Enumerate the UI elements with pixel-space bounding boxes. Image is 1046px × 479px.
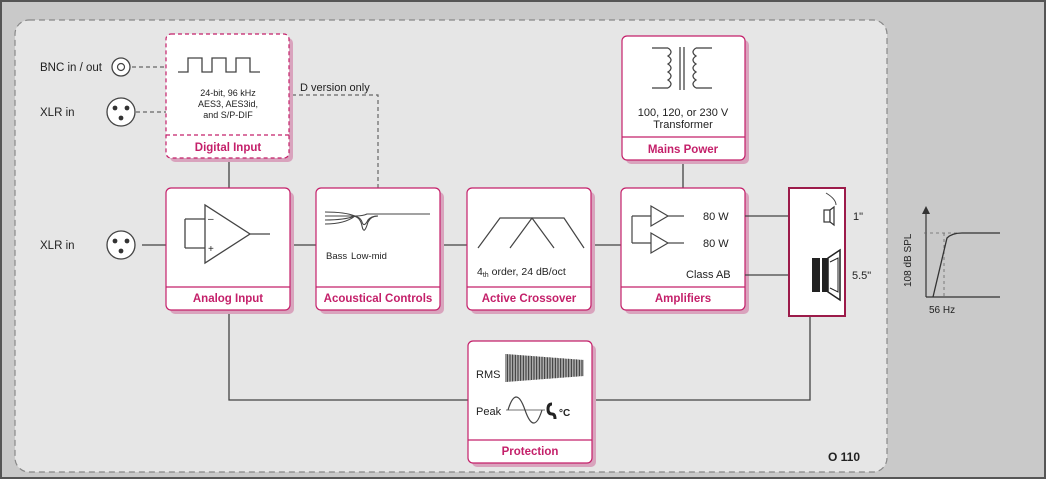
bass-label: Bass: [326, 251, 347, 262]
thermometer-icon: [546, 402, 557, 420]
frequency-response-plot: 108 dB SPL 56 Hz: [903, 206, 1000, 316]
woofer-icon: [812, 248, 841, 302]
digital-input-block: 24-bit, 96 kHz AES3, AES3id, and S/P-DIF…: [165, 33, 293, 162]
d-version-note: D version only: [300, 82, 370, 94]
rms-label: RMS: [476, 369, 500, 381]
response-curve: [932, 232, 1000, 298]
transformer-icon: [652, 47, 712, 90]
mains-power-block: 100, 120, or 230 V Transformer Mains Pow…: [621, 35, 749, 164]
bnc-connector-icon: [111, 57, 131, 77]
signal-lines: [142, 160, 811, 401]
model-number: O 110: [828, 450, 860, 464]
mains-power-title: Mains Power: [648, 144, 719, 156]
active-crossover-block: 4th order, 24 dB/oct Active Crossover: [466, 187, 595, 314]
eq-curves-icon: [324, 211, 430, 231]
crossover-curves-icon: [477, 217, 585, 249]
digital-input-spec-1: 24-bit, 96 kHz: [200, 88, 256, 98]
xlr-analog-label: XLR in: [40, 240, 75, 252]
tweeter-icon: [823, 205, 835, 227]
active-crossover-title: Active Crossover: [482, 293, 577, 305]
low-mid-label: Low-mid: [351, 251, 387, 262]
amplifier-power-2: 80 W: [703, 238, 729, 250]
speaker-enclosure: [788, 187, 846, 317]
peak-label: Peak: [476, 406, 502, 418]
analog-input-title: Analog Input: [193, 293, 263, 305]
temperature-label: °C: [559, 408, 570, 419]
response-frequency: 56 Hz: [929, 305, 955, 316]
analog-input-block: – + Analog Input: [165, 187, 294, 314]
response-ylabel: 108 dB SPL: [903, 233, 914, 287]
protection-title: Protection: [502, 446, 559, 458]
digital-input-title: Digital Input: [195, 142, 262, 154]
square-wave-icon: [178, 57, 260, 73]
woofer-size: 5.5": [852, 270, 871, 282]
rms-waveform-icon: [505, 354, 584, 382]
amplifiers-block: 80 W 80 W Class AB Amplifiers: [620, 187, 749, 314]
crossover-order: 4th order, 24 dB/oct: [477, 266, 566, 279]
mains-power-voltage: 100, 120, or 230 V: [638, 107, 729, 119]
op-amp-plus: +: [208, 244, 214, 255]
tweeter-size: 1": [853, 211, 863, 223]
op-amp-minus: –: [208, 214, 214, 225]
xlr-analog-connector-icon: [106, 230, 136, 260]
mains-power-transformer: Transformer: [653, 119, 713, 131]
amplifier-class: Class AB: [686, 269, 731, 281]
amplifier-power-1: 80 W: [703, 211, 729, 223]
dashed-lines: [132, 66, 379, 188]
xlr-digital-connector-icon: [106, 97, 136, 127]
main-panel: [14, 19, 888, 473]
protection-block: RMS Peak °C Protection: [467, 340, 596, 467]
bnc-label: BNC in / out: [40, 62, 103, 74]
amplifiers-title: Amplifiers: [655, 293, 711, 305]
digital-input-spec-2: AES3, AES3id,: [198, 99, 258, 109]
op-amp-icon: [184, 203, 270, 265]
amplifier-triangles-icon: [631, 204, 684, 255]
rms-burst-lines: [505, 354, 584, 382]
acoustical-controls-block: Bass Low-mid Acoustical Controls: [315, 187, 444, 314]
acoustical-controls-title: Acoustical Controls: [324, 293, 433, 305]
xlr-digital-label: XLR in: [40, 107, 75, 119]
digital-input-spec-3: and S/P-DIF: [203, 110, 253, 120]
